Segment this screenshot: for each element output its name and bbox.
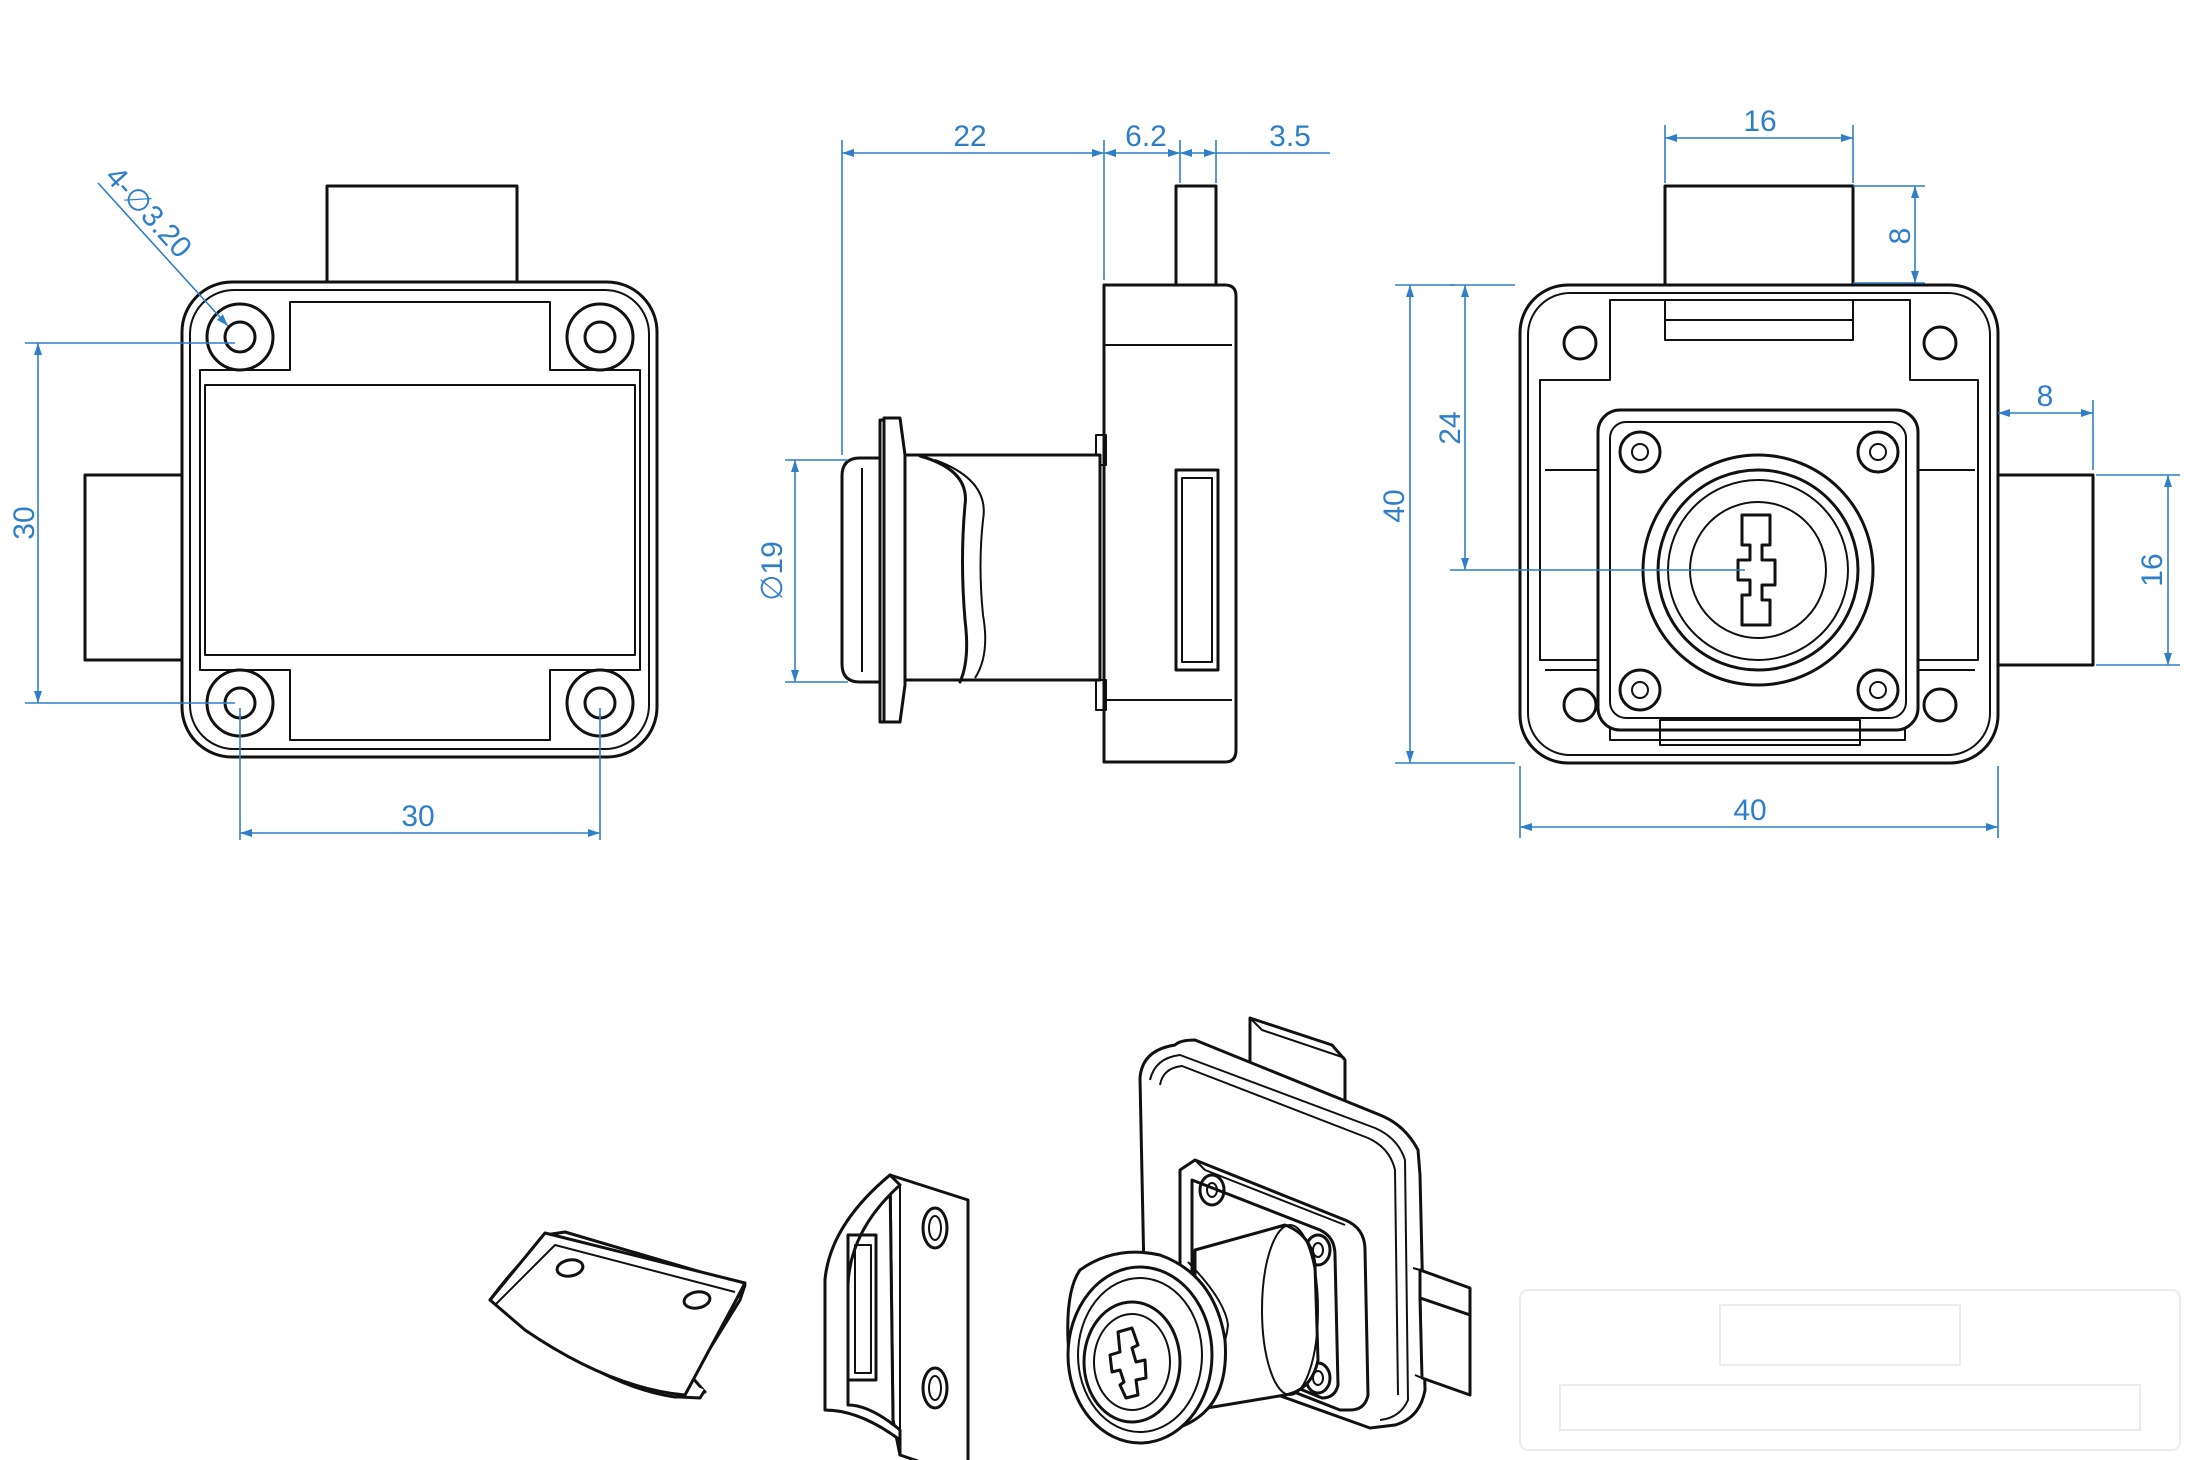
back-overall-height-label: 40	[1378, 489, 1411, 522]
strike-plate-flat	[488, 1230, 747, 1400]
keyhole-icon	[1108, 1326, 1148, 1400]
side-view	[840, 184, 1238, 764]
front-view	[83, 184, 659, 759]
keyhole-icon	[1736, 513, 1777, 627]
front-width-label: 30	[401, 800, 434, 833]
back-bolt-top-label: 8	[1884, 228, 1917, 245]
lock-isometric	[1066, 1016, 1472, 1445]
hole-callout-label: 4-∅3.20	[99, 160, 198, 264]
mounting-hole	[1562, 325, 1598, 361]
back-center-height-label: 24	[1434, 411, 1467, 444]
back-overall-width-label: 40	[1733, 794, 1766, 827]
screw	[1856, 668, 1900, 712]
screw	[1198, 1173, 1226, 1207]
side-flange-label: 6.2	[1125, 120, 1167, 153]
mounting-hole	[1922, 325, 1958, 361]
mounting-hole	[1922, 687, 1958, 723]
screw	[1618, 430, 1662, 474]
back-bolt-side-width-label: 16	[2136, 553, 2169, 586]
strike-plate-angle	[823, 1173, 970, 1460]
back-dimensions: 16 8 24 40 8 16 40	[1378, 105, 2180, 838]
front-height-label: 30	[8, 506, 41, 539]
back-bolt-side-label: 8	[2037, 380, 2054, 413]
mounting-hole	[1562, 687, 1598, 723]
mounting-hole	[565, 302, 635, 372]
screw	[1856, 430, 1900, 474]
side-depth-label: 22	[953, 120, 986, 153]
mounting-hole	[205, 302, 275, 372]
watermark	[1519, 1289, 2181, 1451]
side-bolt-label: 3.5	[1269, 120, 1311, 153]
back-view	[1518, 184, 2095, 765]
side-dimensions: 22 6.2 3.5 ∅19	[756, 120, 1330, 683]
screw	[1618, 668, 1662, 712]
back-bolt-width-label: 16	[1743, 105, 1776, 138]
side-diameter-label: ∅19	[756, 541, 789, 601]
